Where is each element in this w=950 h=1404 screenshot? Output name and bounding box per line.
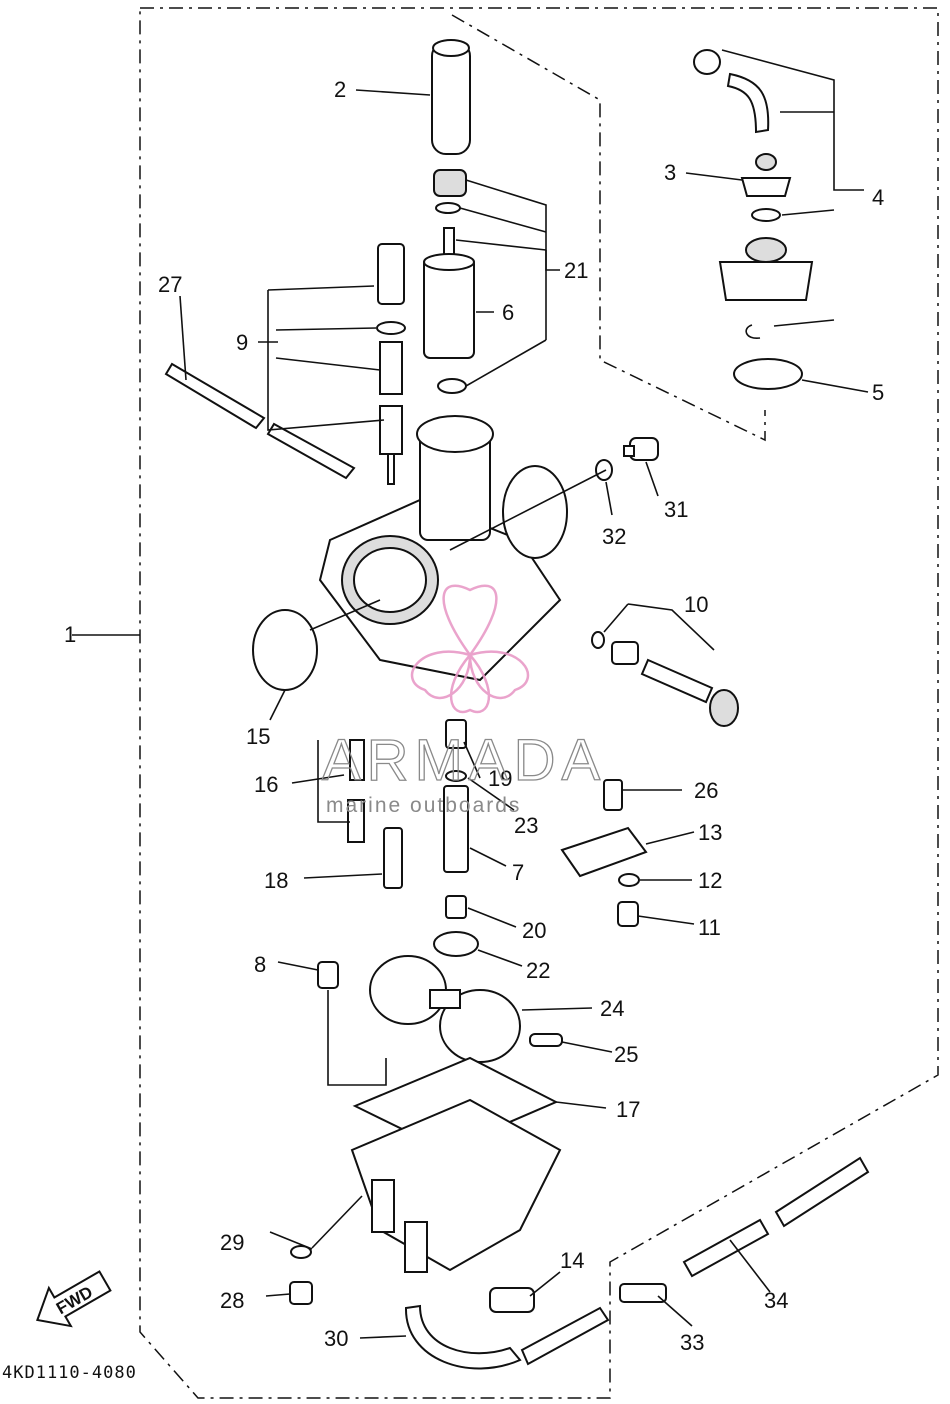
callout-11: 11 (698, 915, 721, 940)
plug-28-part (289, 1281, 313, 1305)
washer-32-part (595, 459, 613, 481)
needle-holder-part (423, 253, 475, 394)
throttle-valve-part (431, 39, 471, 155)
callout-2: 2 (334, 77, 346, 102)
float-pin-part (529, 1033, 563, 1047)
callout-18: 18 (264, 868, 288, 893)
pilot-jet-part (347, 739, 365, 843)
fwd-arrow-icon: FWD (36, 1270, 112, 1328)
callout-5: 5 (872, 380, 884, 405)
main-jet-part (433, 895, 479, 957)
callout-12: 12 (698, 868, 722, 893)
needle-group-boundary (451, 14, 766, 442)
callout-33: 33 (680, 1330, 704, 1355)
reference-code: 4KD1110-4080 (2, 1363, 137, 1383)
callout-29: 29 (220, 1230, 244, 1255)
float-valve-part (603, 779, 623, 811)
callout-7: 7 (512, 860, 524, 885)
watermark-tagline: marine outboards (326, 794, 521, 817)
circlip-part (745, 324, 761, 339)
callout-30: 30 (324, 1326, 348, 1351)
carburetor-body-part (318, 415, 568, 682)
callout-20: 20 (522, 918, 546, 943)
callout-22: 22 (526, 958, 550, 983)
throttle-stop-screw-part (591, 631, 739, 727)
mixing-chamber-top-part (718, 237, 814, 301)
starter-plunger-part (376, 243, 406, 485)
float-part (369, 955, 521, 1063)
callout-labels: 1 2 3 4 5 6 7 8 9 10 11 12 13 14 15 16 1… (64, 77, 884, 1355)
callout-21: 21 (564, 258, 588, 283)
cap-washer-part (751, 208, 781, 222)
washer-29-part (290, 1245, 312, 1259)
screw-11-part (617, 901, 639, 927)
top-cap-part (740, 153, 792, 197)
callout-6: 6 (502, 300, 514, 325)
callout-17: 17 (616, 1097, 640, 1122)
callout-24: 24 (600, 996, 624, 1021)
pilot-screw-part (623, 437, 659, 461)
callout-27: 27 (158, 272, 182, 297)
watermark: ARMADA marine outboards (321, 584, 606, 817)
callout-23: 23 (514, 813, 538, 838)
drain-hose-30-part (404, 1304, 522, 1370)
washer-12-part (618, 873, 640, 887)
callout-1: 1 (64, 622, 76, 647)
callout-3: 3 (664, 160, 676, 185)
callout-14: 14 (560, 1248, 584, 1273)
callout-25: 25 (614, 1042, 638, 1067)
needle-jet-part (443, 719, 469, 873)
callout-9: 9 (236, 330, 248, 355)
watermark-flower-icon (410, 584, 530, 714)
callout-15: 15 (246, 724, 270, 749)
hose-section-part (520, 1306, 610, 1366)
assembly-boundary (139, 7, 939, 1399)
leader-lines (72, 49, 869, 1339)
callout-31: 31 (664, 497, 688, 522)
fitting-33-part (619, 1283, 667, 1303)
pilot-air-jet-part (383, 827, 403, 889)
vent-tube-part (164, 362, 356, 480)
o-ring-part (252, 609, 318, 691)
callout-8: 8 (254, 952, 266, 977)
cap-gasket-part (733, 358, 803, 390)
callout-26: 26 (694, 778, 718, 803)
callout-19: 19 (488, 766, 512, 791)
drain-screw-14-part (489, 1287, 535, 1313)
callout-32: 32 (602, 524, 626, 549)
watermark-brand: ARMADA (322, 728, 606, 793)
float-chamber-part (350, 1098, 562, 1273)
overflow-hose-34-part (682, 1156, 870, 1278)
float-gasket-part (560, 826, 648, 878)
callout-34: 34 (764, 1288, 788, 1313)
callout-28: 28 (220, 1288, 244, 1313)
callout-10: 10 (684, 592, 708, 617)
cable-adjuster-part (693, 49, 770, 134)
callout-4: 4 (872, 185, 884, 210)
screw-8-part (317, 961, 339, 989)
callout-13: 13 (698, 820, 722, 845)
callout-16: 16 (254, 772, 278, 797)
